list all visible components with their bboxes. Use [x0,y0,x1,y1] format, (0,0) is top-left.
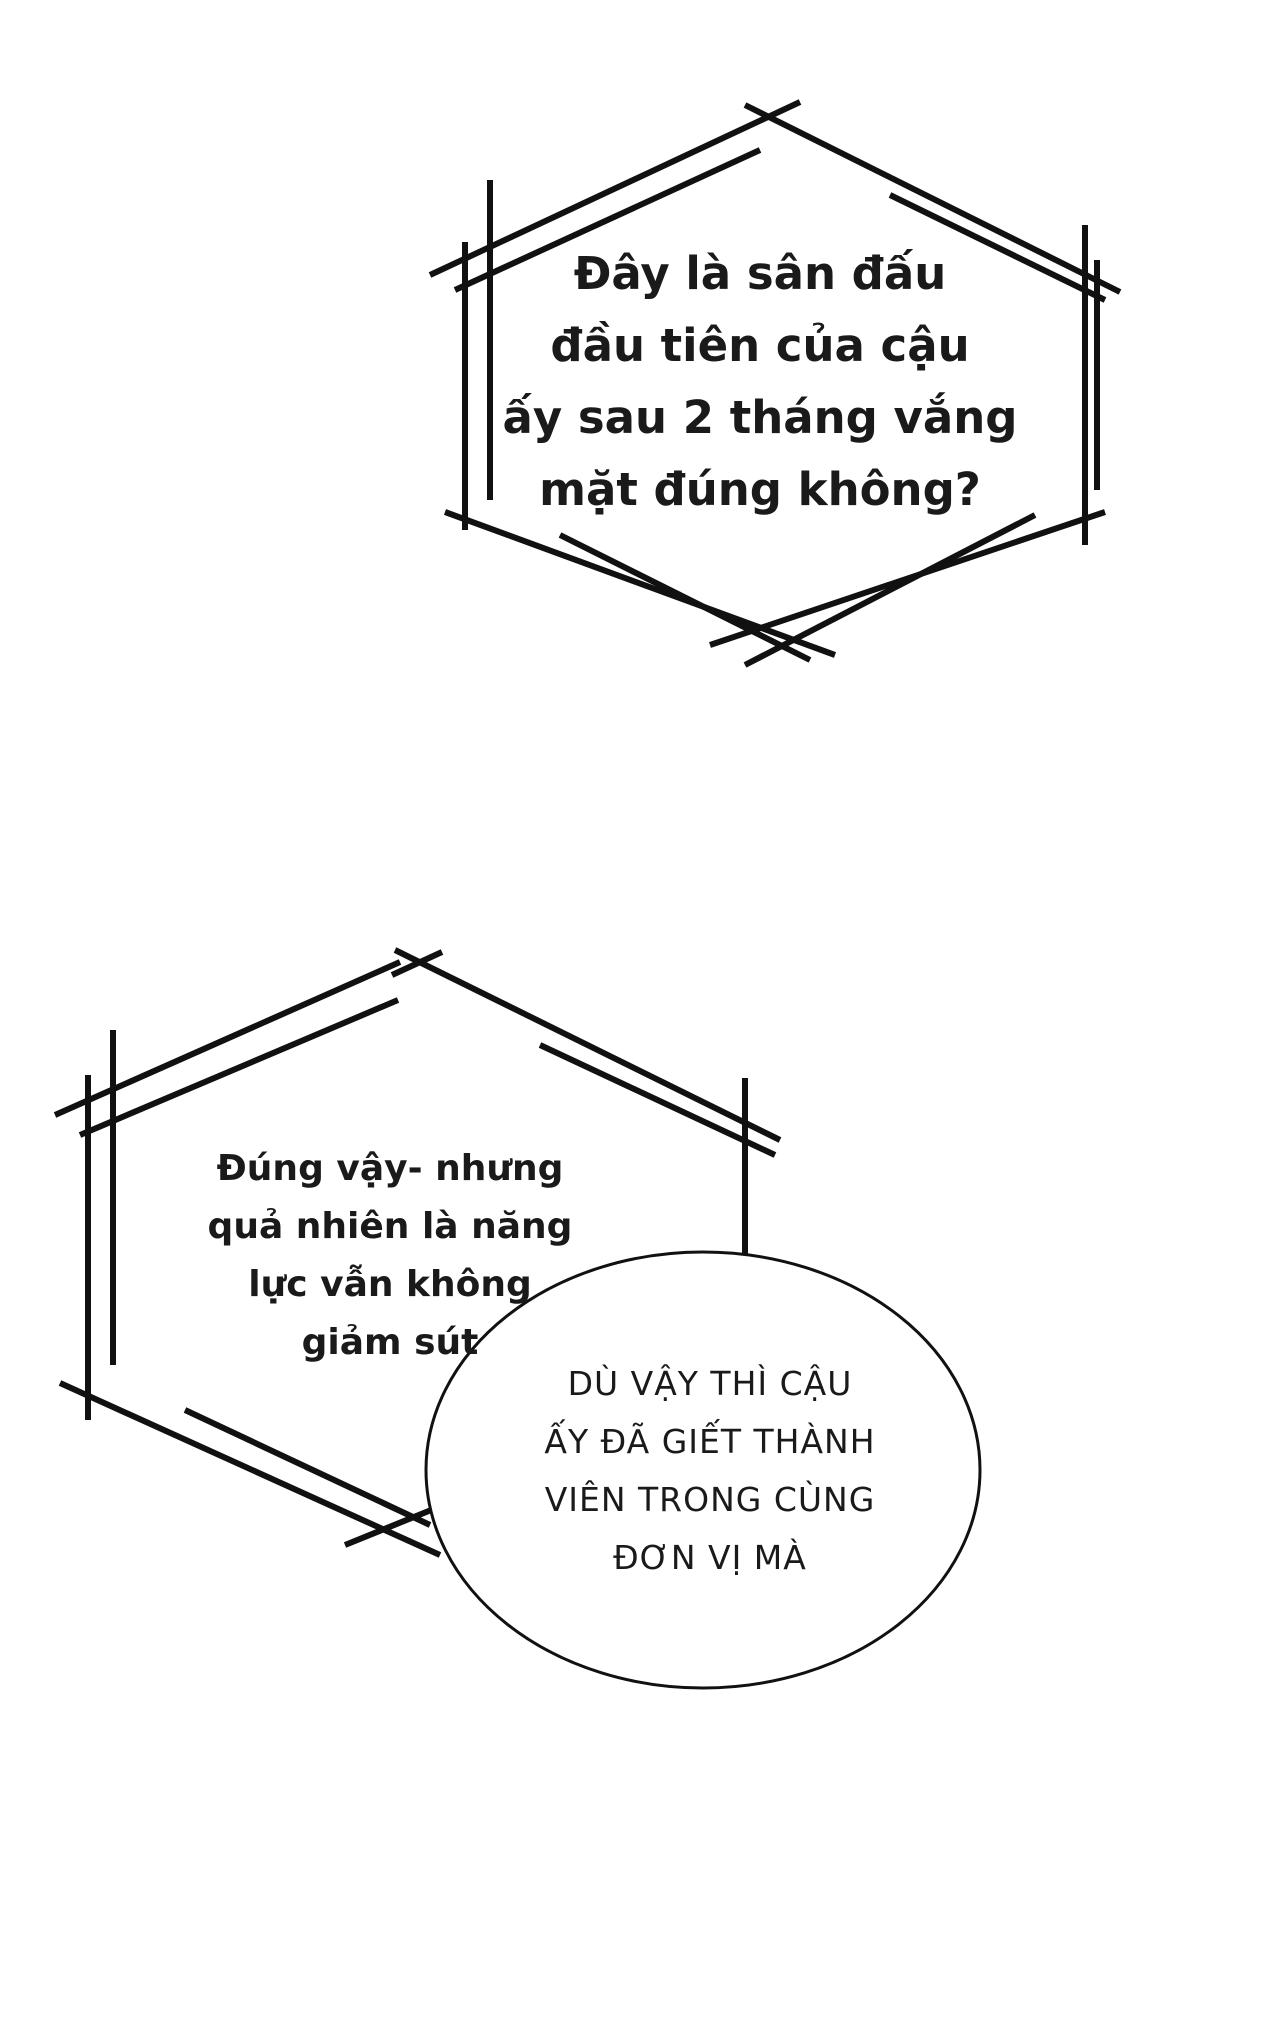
dialogue-line: lực vẫn không [248,1264,532,1305]
oval-speech-bubble [424,1250,982,1690]
dialogue-line: VIÊN TRONG CÙNG [544,1480,876,1519]
dialogue-line: DÙ VẬY THÌ CẬU [567,1364,853,1403]
dialogue-line: Đúng vậy- nhưng [216,1148,564,1189]
middle-hexagon-dialogue: Đúng vậy- nhưng quả nhiên là năng lực vẫ… [180,1140,600,1372]
top-hexagon-frame [428,99,1122,668]
dialogue-line: quả nhiên là năng [207,1206,573,1247]
dialogue-line: Đây là sân đấu [573,247,947,300]
dialogue-line: ẤY ĐÃ GIẾT THÀNH [544,1422,876,1461]
oval-dialogue: DÙ VẬY THÌ CẬU ẤY ĐÃ GIẾT THÀNH VIÊN TRO… [500,1355,920,1587]
top-hexagon-dialogue: Đây là sân đấu đầu tiên của cậu ấy sau 2… [450,238,1070,526]
dialogue-line: ĐƠN VỊ MÀ [613,1538,807,1577]
dialogue-line: mặt đúng không? [539,463,981,516]
dialogue-line: đầu tiên của cậu [550,319,970,372]
dialogue-line: ấy sau 2 tháng vắng [502,391,1018,444]
dialogue-line: giảm sút [301,1322,479,1363]
